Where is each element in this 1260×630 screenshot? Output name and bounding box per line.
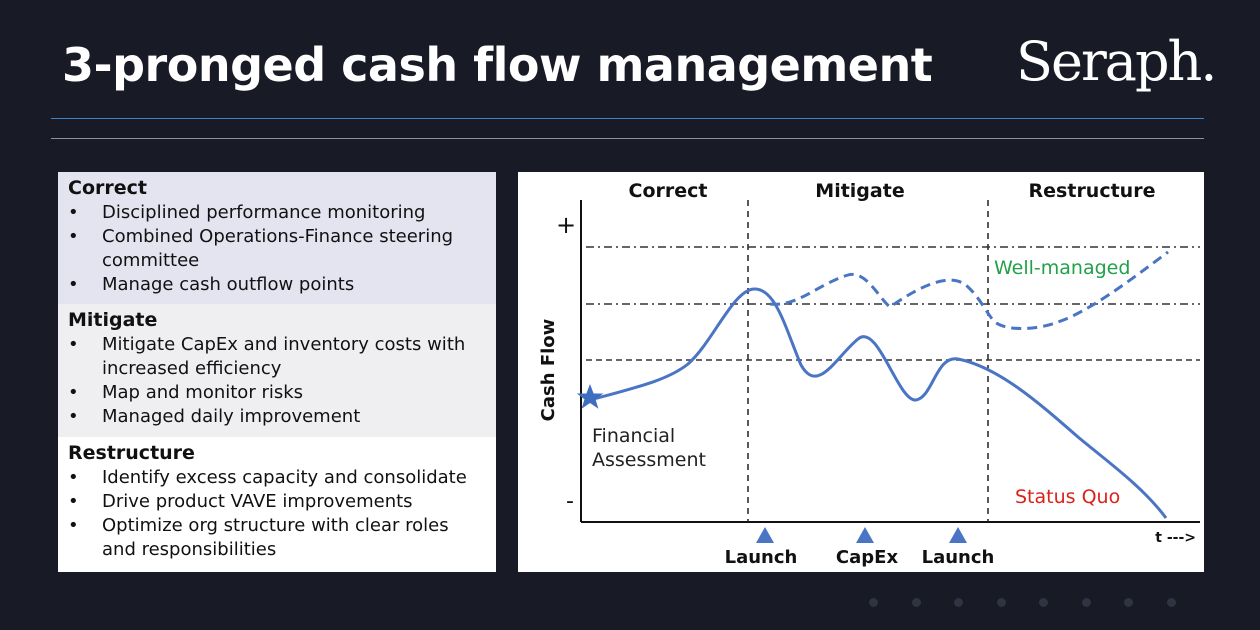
y-minus-label: - <box>566 489 574 514</box>
list-item: Mitigate CapEx and inventory costs with … <box>68 333 486 381</box>
pagination-dot[interactable] <box>954 598 963 607</box>
milestone-launch-2-label: Launch <box>922 547 995 568</box>
x-axis-label: t ---> <box>1155 530 1196 546</box>
phase-restructure-label: Restructure <box>1029 180 1156 202</box>
cash-flow-curve <box>589 287 1168 519</box>
y-axis-label: Cash Flow <box>538 319 559 422</box>
start-label-line2: Assessment <box>592 449 706 471</box>
phase-correct-label: Correct <box>629 180 708 202</box>
list-item: Optimize org structure with clear roles … <box>68 514 486 562</box>
pagination-dot[interactable] <box>996 598 1006 607</box>
strategy-list-panel: Correct Disciplined performance monitori… <box>58 172 496 572</box>
list-item: Identify excess capacity and consolidate <box>68 466 486 490</box>
header-divider-blue <box>51 118 1204 119</box>
milestone-triangle-icon <box>949 527 967 543</box>
list-item: Combined Operations-Finance steering com… <box>68 225 486 273</box>
section-restructure: Restructure Identify excess capacity and… <box>58 437 496 572</box>
well-managed-label: Well-managed <box>994 257 1130 279</box>
list-item: Drive product VAVE improvements <box>68 490 486 514</box>
phase-mitigate-label: Mitigate <box>815 180 904 202</box>
pagination-dot[interactable] <box>1124 598 1133 607</box>
slide-pagination <box>866 598 1186 610</box>
list-item: Disciplined performance monitoring <box>68 201 486 225</box>
milestone-triangle-icon <box>856 527 874 543</box>
diagram-canvas: Correct Mitigate Restructure + - Cash Fl… <box>538 180 1200 568</box>
status-quo-label: Status Quo <box>1015 486 1120 508</box>
pagination-dot[interactable] <box>1039 598 1048 607</box>
start-label-line1: Financial <box>592 425 675 447</box>
header-divider-gray <box>51 138 1204 139</box>
section-heading: Correct <box>68 177 147 199</box>
milestone-capex-label: CapEx <box>836 547 899 568</box>
page-title: 3-pronged cash flow management <box>62 38 933 92</box>
pagination-dot[interactable] <box>911 598 921 607</box>
section-heading: Restructure <box>68 442 195 464</box>
pagination-dot[interactable] <box>1166 598 1176 607</box>
seraph-logo: Seraph. <box>1016 30 1217 93</box>
section-heading: Mitigate <box>68 309 158 331</box>
list-item: Manage cash outflow points <box>68 273 486 297</box>
milestone-triangle-icon <box>756 527 774 543</box>
section-mitigate: Mitigate Mitigate CapEx and inventory co… <box>58 304 496 437</box>
start-star-icon <box>576 384 604 409</box>
milestone-launch-1-label: Launch <box>725 547 798 568</box>
section-correct: Correct Disciplined performance monitori… <box>58 172 496 304</box>
list-item: Map and monitor risks <box>68 381 486 405</box>
pagination-dot[interactable] <box>1081 598 1091 607</box>
well-managed-curve <box>769 250 1169 330</box>
list-item: Managed daily improvement <box>68 405 486 429</box>
y-plus-label: + <box>556 211 576 239</box>
cash-flow-diagram: Correct Mitigate Restructure + - Cash Fl… <box>518 172 1204 572</box>
pagination-dot[interactable] <box>869 598 878 607</box>
